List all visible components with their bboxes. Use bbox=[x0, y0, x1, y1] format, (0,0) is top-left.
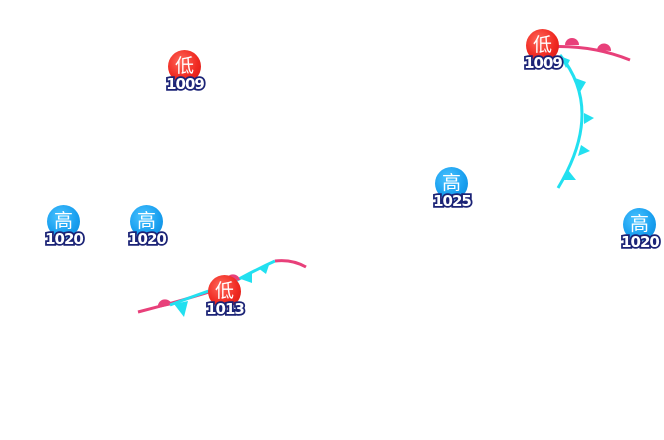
low-pressure-marker[interactable]: 低 1013 bbox=[201, 275, 249, 320]
high-pressure-marker[interactable]: 高 1020 bbox=[616, 208, 664, 253]
pressure-value-label: 1013 bbox=[204, 298, 246, 320]
pressure-value-label: 1009 bbox=[522, 52, 564, 74]
low-pressure-icon: 低 bbox=[168, 50, 201, 83]
pressure-value-label: 1009 bbox=[164, 73, 206, 95]
low-pressure-marker[interactable]: 低 1009 bbox=[519, 29, 567, 74]
cold-front-northeast bbox=[556, 54, 594, 189]
low-pressure-icon: 低 bbox=[526, 29, 559, 62]
high-pressure-icon: 高 bbox=[47, 205, 80, 238]
low-pressure-icon: 低 bbox=[208, 275, 241, 308]
pressure-value-label: 1020 bbox=[619, 231, 661, 253]
high-pressure-icon: 高 bbox=[130, 205, 163, 238]
high-pressure-marker[interactable]: 高 1025 bbox=[428, 167, 476, 212]
high-pressure-icon: 高 bbox=[435, 167, 468, 200]
pressure-value-label: 1020 bbox=[126, 228, 168, 250]
high-pressure-marker[interactable]: 高 1020 bbox=[40, 205, 88, 250]
high-pressure-icon: 高 bbox=[623, 208, 656, 241]
pressure-value-label: 1020 bbox=[43, 228, 85, 250]
low-pressure-marker[interactable]: 低 1009 bbox=[161, 50, 209, 95]
high-pressure-marker[interactable]: 高 1020 bbox=[123, 205, 171, 250]
pressure-value-label: 1025 bbox=[431, 190, 473, 212]
weather-map: 低 1009 低 1009 高 1025 高 1020 高 1020 低 101… bbox=[40, 29, 662, 320]
